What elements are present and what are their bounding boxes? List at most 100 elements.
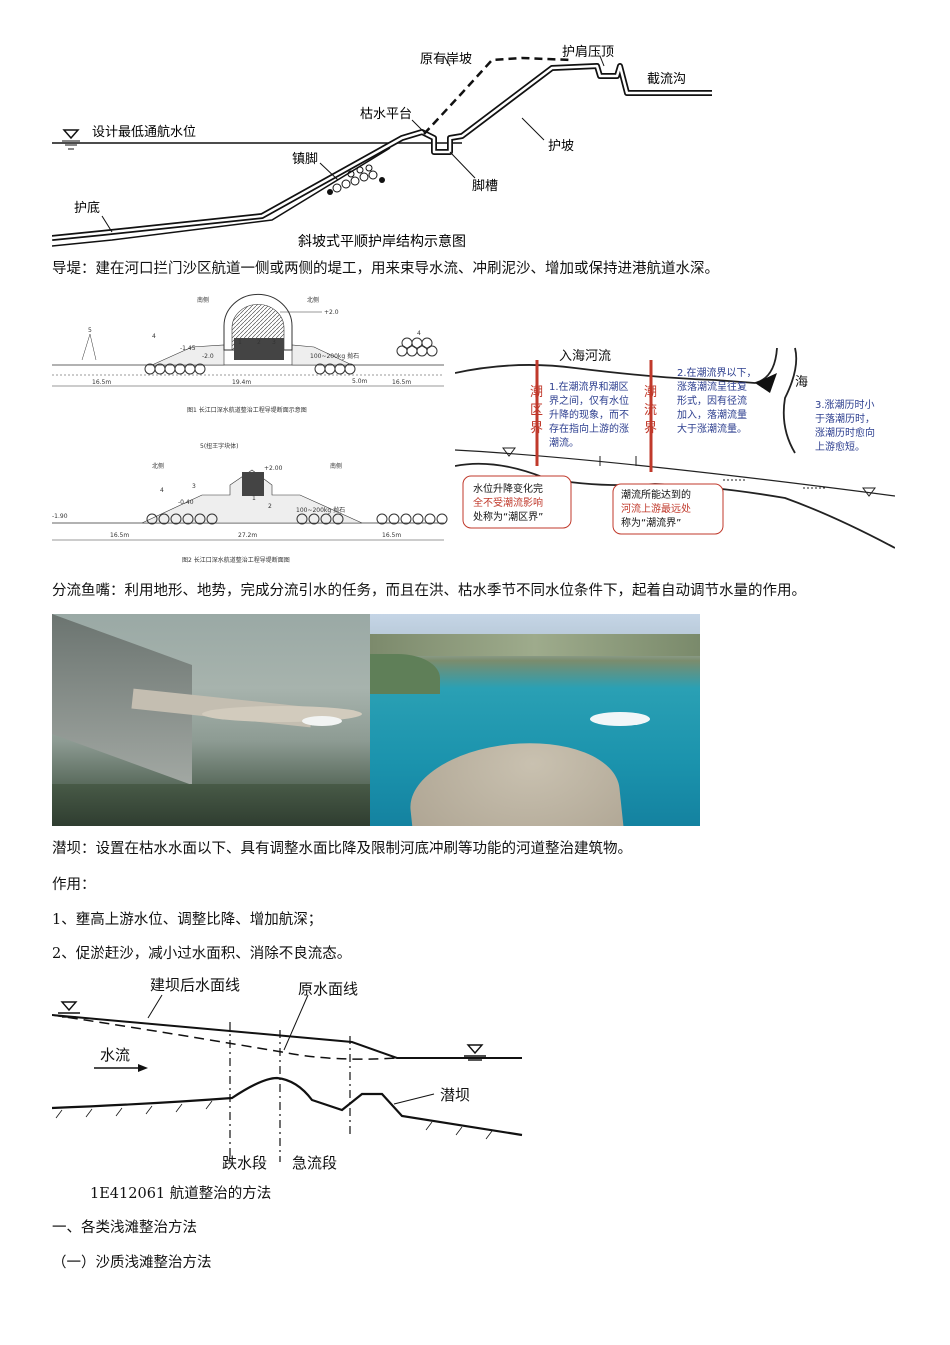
armour-blocks-bottom — [146, 513, 448, 525]
svg-text:2: 2 — [268, 503, 272, 510]
svg-text:涨落潮流呈往复: 涨落潮流呈往复 — [677, 380, 747, 393]
svg-text:-1.90: -1.90 — [52, 513, 68, 520]
svg-text:界之间，仅有水位: 界之间，仅有水位 — [549, 394, 629, 407]
label-slope-protection: 护坡 — [548, 139, 574, 154]
svg-text:涨潮历时愈向: 涨潮历时愈向 — [815, 426, 875, 439]
svg-text:全不受潮流影响: 全不受潮流影响 — [473, 496, 543, 509]
label-bottom-protection: 护底 — [74, 200, 100, 216]
svg-text:100~200kg 抛石: 100~200kg 抛石 — [296, 506, 345, 514]
list-item-2: 2、促淤赶沙，减小过水面积、消除不良流态。 — [52, 946, 352, 962]
label-submerged-dam: 潜坝 — [440, 1086, 470, 1104]
svg-text:16.5m: 16.5m — [92, 379, 111, 386]
label-shoulder-top: 护肩压顶 — [562, 44, 614, 60]
callout-tidal-current: 潮流所能达到的 河流上游最远处 称为“潮流界” — [621, 488, 691, 529]
tidal-note-2: 2.在潮流界以下， 涨落潮流呈往复 形式，因有径流 加入，落潮流量 大于涨潮流量… — [677, 366, 757, 435]
svg-text:加入，落潮流量: 加入，落潮流量 — [677, 408, 747, 421]
paragraph-guide-dike: 导堤：建在河口拦门沙区航道一侧或两侧的堤工，用来束导水流、冲刷泥沙、增加或保持进… — [52, 261, 719, 277]
svg-text:潮: 潮 — [530, 385, 543, 400]
figure-caption: 斜坡式平顺护岸结构示意图 — [298, 233, 466, 250]
section-heading: 1E412061 航道整治的方法 — [90, 1186, 272, 1202]
svg-text:流: 流 — [644, 403, 657, 418]
svg-text:称为“潮流界”: 称为“潮流界” — [621, 516, 681, 529]
water-level-icon — [62, 129, 80, 150]
tidal-note-1: 1.在潮流界和潮区 界之间，仅有水位 升降的现象，而不 存在指向上游的涨 潮流。 — [549, 380, 629, 449]
svg-text:1: 1 — [252, 495, 256, 502]
label-low-water-platform: 枯水平台 — [360, 107, 412, 122]
svg-text:3: 3 — [272, 339, 276, 346]
svg-text:处称为“潮区界”: 处称为“潮区界” — [473, 510, 543, 523]
armour-blocks-top — [144, 337, 438, 375]
paragraph-function: 作用： — [52, 877, 96, 893]
label-design-level: 设计最低通航水位 — [92, 124, 196, 140]
label-intercept-ditch: 截流沟 — [647, 72, 686, 87]
guide-dike-sections: 南侧 北侧 +2.0 5 4 4 1 2 3 -1.45 -2.0 — [52, 293, 448, 564]
svg-text:100~200kg 抛石: 100~200kg 抛石 — [310, 352, 359, 360]
svg-text:升降的现象，而不: 升降的现象，而不 — [549, 408, 629, 421]
svg-text:海: 海 — [795, 375, 808, 390]
svg-text:5: 5 — [88, 327, 92, 334]
svg-text:河流上游最远处: 河流上游最远处 — [621, 502, 691, 515]
svg-text:-0.40: -0.40 — [178, 499, 194, 506]
svg-text:16.5m: 16.5m — [382, 532, 401, 539]
svg-text:2.在潮流界以下，: 2.在潮流界以下， — [677, 366, 757, 379]
label-rapid-section: 急流段 — [292, 1154, 337, 1172]
label-after-dam-line: 建坝后水面线 — [150, 976, 240, 994]
svg-text:4: 4 — [160, 487, 164, 494]
svg-text:入海河流: 入海河流 — [559, 349, 611, 364]
svg-text:上游愈短。: 上游愈短。 — [815, 440, 865, 453]
tidal-note-3: 3.涨潮历时小 于落潮历时， 涨潮历时愈向 上游愈短。 — [815, 398, 875, 453]
svg-text:界: 界 — [644, 421, 657, 436]
svg-text:存在指向上游的涨: 存在指向上游的涨 — [549, 422, 629, 435]
slope-revetment-diagram: 设计最低通航水位 原有岸坡 护肩压顶 截流沟 枯水平台 镇脚 护坡 脚槽 护底 … — [52, 44, 712, 250]
label-original-bank: 原有岸坡 — [420, 52, 472, 67]
svg-text:4: 4 — [417, 330, 421, 337]
callout-tidal-zone: 水位升降变化完 全不受潮流影响 处称为“潮区界” — [473, 482, 543, 523]
svg-text:1: 1 — [238, 339, 242, 346]
list-item-1: 1、壅高上游水位、调整比降、增加航深； — [52, 912, 323, 928]
svg-text:大于涨潮流量。: 大于涨潮流量。 — [677, 422, 747, 435]
svg-text:4: 4 — [152, 333, 156, 340]
photo-diversion-right — [370, 614, 700, 826]
toe-stones — [327, 164, 385, 195]
svg-text:潮流所能达到的: 潮流所能达到的 — [621, 488, 691, 501]
svg-text:5.0m: 5.0m — [352, 378, 368, 385]
svg-text:水位升降变化完: 水位升降变化完 — [473, 482, 543, 495]
paragraph-submerged-dam: 潜坝：设置在枯水水面以下、具有调整水面比降及限制河底冲刷等功能的河道整治建筑物。 — [52, 841, 632, 857]
submerged-dam-diagram: 建坝后水面线 原水面线 水流 潜坝 跌水段 急流段 — [52, 976, 523, 1172]
svg-text:潮流。: 潮流。 — [549, 436, 579, 449]
svg-text:区: 区 — [530, 403, 543, 418]
svg-text:南侧: 南侧 — [197, 296, 209, 304]
label-foot-trench: 脚槽 — [472, 178, 498, 194]
svg-text:1.在潮流界和潮区: 1.在潮流界和潮区 — [549, 380, 629, 393]
svg-text:于落潮历时，: 于落潮历时， — [815, 412, 875, 425]
svg-text:19.4m: 19.4m — [232, 379, 251, 386]
svg-text:-1.45: -1.45 — [180, 345, 196, 352]
svg-text:南侧: 南侧 — [330, 462, 342, 470]
svg-text:形式，因有径流: 形式，因有径流 — [677, 394, 747, 407]
paragraph-diversion: 分流鱼嘴：利用地形、地势，完成分流引水的任务，而且在洪、枯水季节不同水位条件下，… — [52, 583, 806, 599]
svg-text:16.5m: 16.5m — [110, 532, 129, 539]
svg-text:+2.00: +2.00 — [264, 465, 283, 472]
svg-text:+2.0: +2.0 — [324, 309, 339, 316]
svg-text:界: 界 — [530, 421, 543, 436]
svg-text:5(扭王字块体): 5(扭王字块体) — [200, 442, 239, 450]
label-original-line: 原水面线 — [298, 980, 358, 998]
label-toe: 镇脚 — [292, 151, 318, 167]
svg-text:图2 长江口深水航道整治工程导堤断面图: 图2 长江口深水航道整治工程导堤断面图 — [182, 556, 290, 564]
svg-text:27.2m: 27.2m — [238, 532, 257, 539]
svg-text:图1 长江口深水航道整治工程导堤断面示意图: 图1 长江口深水航道整治工程导堤断面示意图 — [187, 406, 307, 414]
svg-text:北侧: 北侧 — [307, 296, 319, 304]
svg-text:-2.0: -2.0 — [202, 353, 214, 360]
svg-text:16.5m: 16.5m — [392, 379, 411, 386]
svg-text:3.涨潮历时小: 3.涨潮历时小 — [815, 398, 875, 411]
svg-text:3: 3 — [192, 483, 196, 490]
heading-level-1: 一、各类浅滩整治方法 — [52, 1220, 197, 1236]
label-flow: 水流 — [100, 1046, 130, 1064]
svg-text:2: 2 — [257, 339, 261, 346]
tidal-boundary-diagram: 入海河流 海 潮区界 潮流界 1.在潮流界和潮区 界之间，仅有水位 升降的现象，… — [455, 347, 895, 549]
label-drop-section: 跌水段 — [222, 1154, 267, 1172]
photo-diversion-left — [52, 614, 370, 826]
svg-text:潮: 潮 — [644, 385, 657, 400]
heading-level-2: （一）沙质浅滩整治方法 — [52, 1255, 212, 1271]
svg-text:北侧: 北侧 — [152, 462, 164, 470]
